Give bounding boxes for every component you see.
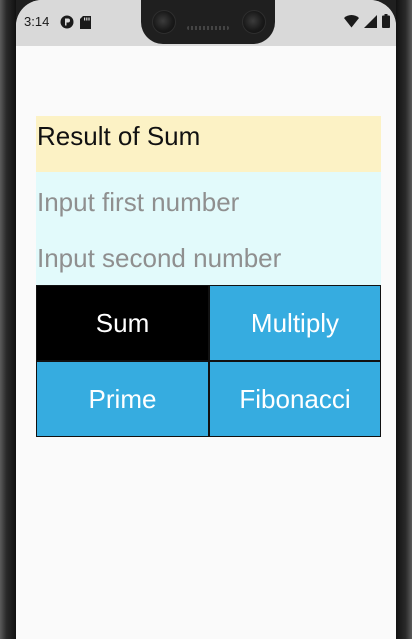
input-area [36, 172, 381, 285]
operation-buttons: Sum Multiply Prime Fibonacci [36, 285, 381, 437]
wifi-icon [344, 14, 359, 33]
camera-notch [141, 0, 275, 44]
prime-button[interactable]: Prime [36, 361, 209, 437]
signal-icon [364, 14, 377, 33]
status-time: 3:14 [24, 14, 50, 29]
app-content: Result of Sum Sum Multiply Prime Fibonac… [36, 116, 381, 437]
result-label: Result of Sum [36, 116, 381, 172]
fibonacci-button[interactable]: Fibonacci [209, 361, 381, 437]
battery-icon [382, 14, 390, 33]
phone-bezel-right [396, 0, 412, 639]
sum-button[interactable]: Sum [36, 285, 209, 361]
front-sensor-icon [242, 10, 266, 34]
app-notification-icon [60, 15, 74, 34]
front-camera-icon [152, 10, 176, 34]
status-right-icons [344, 14, 390, 33]
status-left-icons [60, 15, 91, 34]
phone-bezel-left [0, 0, 16, 639]
status-bar: 3:14 [16, 0, 396, 46]
screen: 3:14 [16, 0, 396, 639]
sd-card-icon [80, 15, 91, 34]
first-number-input[interactable] [36, 184, 381, 220]
second-number-input[interactable] [36, 240, 381, 276]
earpiece-speaker [187, 26, 229, 30]
multiply-button[interactable]: Multiply [209, 285, 381, 361]
